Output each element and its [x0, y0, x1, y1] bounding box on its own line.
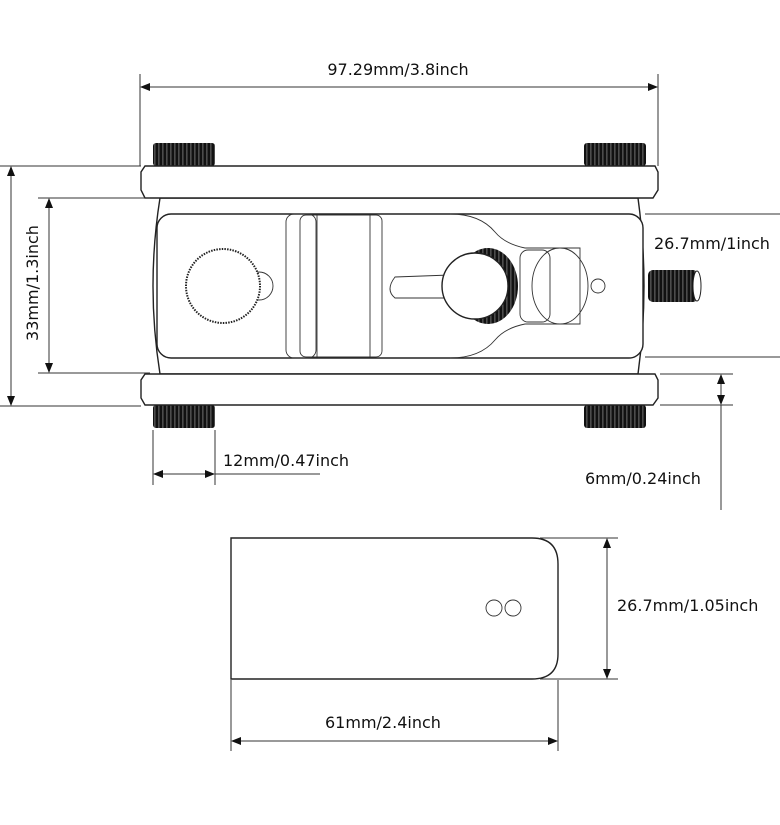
rail-thickness-dimension: 6mm/0.24inch	[585, 373, 733, 510]
roller-width-dimension: 12mm/0.47inch	[152, 430, 349, 485]
roller-top-left	[153, 143, 215, 166]
roller-width-label: 12mm/0.47inch	[223, 451, 349, 470]
blade-hole-right	[504, 599, 522, 617]
top-rail	[140, 165, 659, 199]
overall-height-dimension: 33mm/1.3inch	[0, 165, 150, 407]
overall-length-dimension: 97.29mm/3.8inch	[139, 60, 659, 166]
blade-length-dimension: 61mm/2.4inch	[230, 680, 559, 751]
clamp-knob	[441, 252, 509, 320]
roller-bottom-left	[153, 405, 215, 428]
blade-width-dimension: 26.7mm/1.05inch	[540, 537, 758, 680]
overall-length-label: 97.29mm/3.8inch	[327, 60, 468, 79]
overall-height-label: 33mm/1.3inch	[23, 225, 42, 341]
body-plate	[156, 213, 644, 359]
body-width-dimension: 26.7mm/1inch	[645, 213, 780, 358]
rail-thickness-label: 6mm/0.24inch	[585, 469, 701, 488]
roller-bottom-right	[584, 405, 646, 428]
roller-top-right	[584, 143, 646, 166]
blade-hole-left	[485, 599, 503, 617]
body-width-label: 26.7mm/1inch	[654, 234, 770, 253]
depth-knob	[185, 248, 261, 324]
blade-width-label: 26.7mm/1.05inch	[617, 596, 758, 615]
blade	[230, 537, 559, 680]
bottom-rail	[140, 373, 659, 406]
blade-length-label: 61mm/2.4inch	[325, 713, 441, 732]
side-screw	[648, 270, 698, 302]
